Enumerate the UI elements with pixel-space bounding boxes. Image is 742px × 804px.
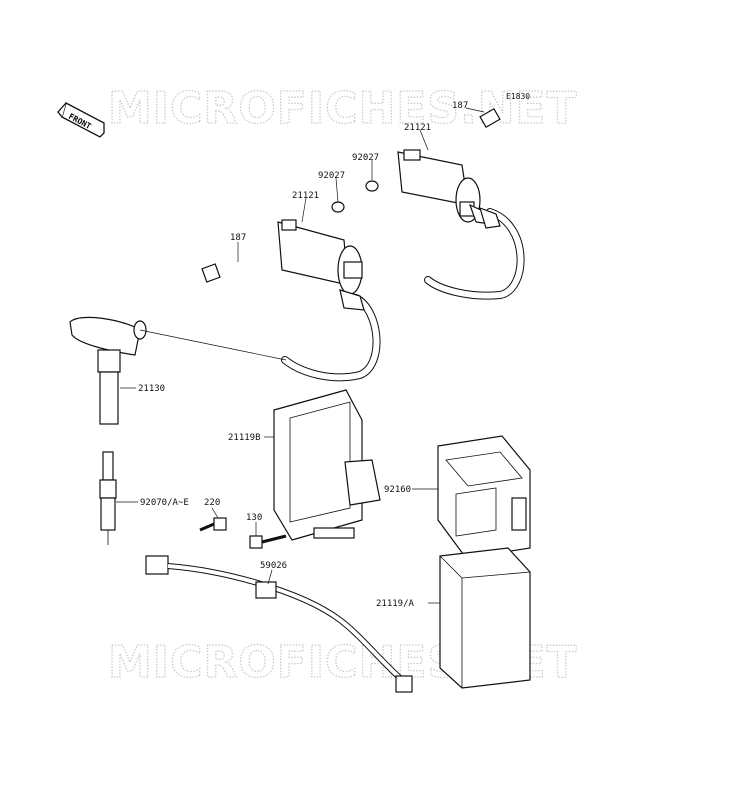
stick-coil-21130: [69, 316, 147, 425]
screw-220: [199, 517, 227, 532]
label-130: 130: [246, 513, 262, 523]
front-arrow-icon: FRONT: [57, 102, 105, 138]
label-92027-mid: 92027: [318, 171, 345, 181]
cdi-unit-21119a: [439, 547, 531, 689]
ignition-coil-middle: [277, 219, 381, 382]
label-220: 220: [204, 498, 220, 508]
wiring-harness-59026: [145, 555, 413, 693]
spark-plug: [99, 451, 117, 545]
label-59026: 59026: [260, 561, 287, 571]
cdi-unit-21119b: [273, 389, 381, 541]
label-21119a: 21119/A: [376, 599, 415, 609]
case-92160: [437, 435, 531, 559]
label-21130: 21130: [138, 384, 165, 394]
label-92070: 92070/A~E: [140, 498, 189, 508]
label-92027-top: 92027: [352, 153, 379, 163]
watermark-top: MICROFICHES.NET: [108, 83, 578, 134]
label-21119b: 21119B: [228, 433, 261, 443]
label-92160: 92160: [384, 485, 411, 495]
ignition-coil-right: [397, 149, 525, 300]
label-21121-mid: 21121: [292, 191, 319, 201]
bolt-187-top: [445, 107, 501, 148]
collar-92027-top: [365, 180, 379, 192]
label-21121-top: 21121: [404, 123, 431, 133]
label-187-top: 187: [452, 101, 468, 111]
bolt-187-mid: [201, 252, 263, 283]
collar-92027-mid: [331, 201, 345, 213]
screw-130: [249, 534, 287, 549]
diagram-code: E1830: [506, 92, 530, 101]
label-187-mid: 187: [230, 233, 246, 243]
